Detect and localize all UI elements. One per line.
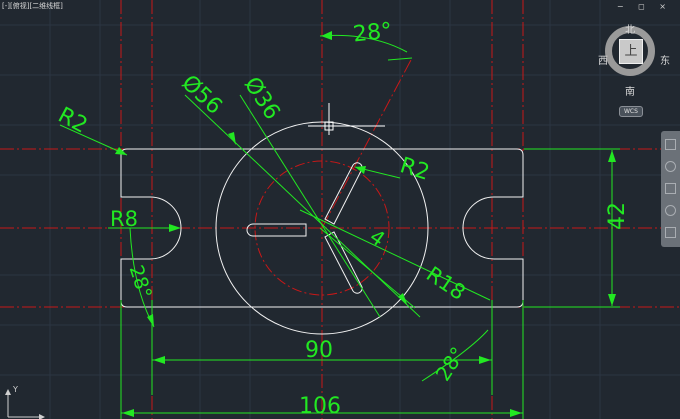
viewcube-face-top[interactable]: 上	[619, 39, 643, 64]
dim-radius-right[interactable]: R2	[397, 153, 432, 185]
slot-upper	[324, 162, 363, 225]
window-controls[interactable]: − ◻ ×	[616, 2, 672, 11]
compass-east[interactable]: 东	[660, 56, 670, 67]
showmotion-icon[interactable]	[665, 227, 676, 238]
slot-lower	[324, 231, 363, 294]
ucs-icon: Y	[4, 384, 48, 419]
navigation-bar[interactable]	[661, 131, 680, 247]
pan-icon[interactable]	[665, 161, 676, 172]
crosshair-cursor	[308, 103, 385, 135]
dim-diameter-outer[interactable]: Ø56	[177, 70, 227, 119]
compass-south[interactable]: 南	[625, 87, 635, 98]
viewport-label[interactable]: [-][俯视][二维线框]	[2, 2, 63, 10]
dimension-texts: 28° R2 Ø56 Ø36 R2 R8 28° 4 R18 42 90 28°…	[54, 19, 630, 419]
full-navigation-wheel-icon[interactable]	[665, 139, 676, 150]
viewcube-compass-ring[interactable]	[605, 26, 655, 76]
zoom-extents-icon[interactable]	[665, 183, 676, 194]
ucs-y-label: Y	[12, 385, 18, 394]
dimension-arrows	[115, 31, 616, 417]
dim-width-total[interactable]: 106	[299, 394, 341, 419]
dim-diameter-inner[interactable]: Ø36	[239, 73, 285, 125]
dim-radius-left[interactable]: R2	[54, 103, 92, 139]
viewcube[interactable]: 北 南 西 东 上 WCS	[597, 22, 671, 122]
outer-circle	[215, 121, 429, 335]
dim-height[interactable]: 42	[605, 202, 630, 230]
compass-north[interactable]: 北	[625, 25, 635, 36]
dim-radius-notch[interactable]: R8	[110, 207, 138, 231]
plate-outline	[120, 148, 524, 308]
slot-left	[246, 223, 307, 237]
wcs-menu[interactable]: WCS	[619, 106, 643, 117]
dim-angle-bottom[interactable]: 28°	[431, 342, 470, 385]
dim-angle-top[interactable]: 28°	[352, 19, 393, 48]
dim-width-inner[interactable]: 90	[305, 338, 333, 363]
part-geometry	[120, 121, 524, 335]
dim-angle-left[interactable]: 28°	[125, 263, 156, 302]
dim-radius-slot[interactable]: R18	[422, 262, 470, 305]
compass-west[interactable]: 西	[598, 56, 608, 67]
dimension-lines	[59, 34, 620, 419]
orbit-icon[interactable]	[665, 205, 676, 216]
